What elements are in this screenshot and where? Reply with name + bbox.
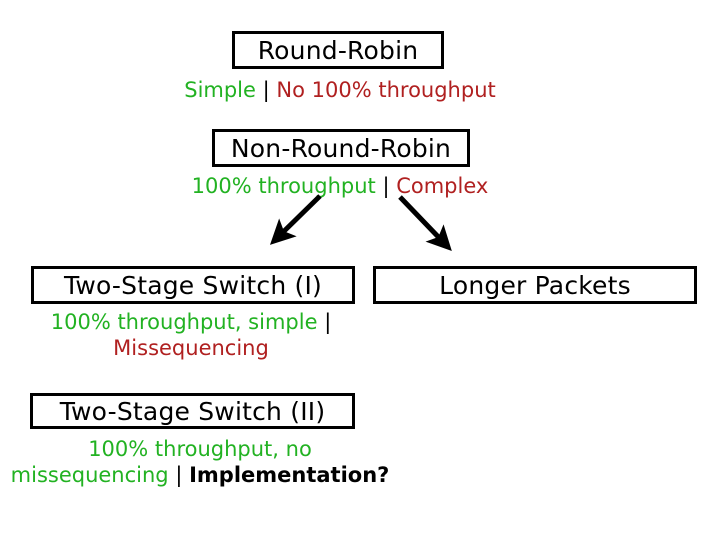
caption-con-two-stage-switch-1: Missequencing xyxy=(113,335,269,360)
caption-pro-line2-two-stage-switch-2: missequencing xyxy=(10,462,169,487)
caption-separator-non-round-robin: | xyxy=(382,174,390,198)
caption-con-non-round-robin: Complex xyxy=(396,174,489,198)
caption-con-round-robin: No 100% throughput xyxy=(276,78,496,102)
caption-separator-round-robin: | xyxy=(262,78,270,102)
caption-line-2-two-stage-switch-1: Missequencing xyxy=(30,336,352,362)
caption-pro-non-round-robin: 100% throughput xyxy=(191,174,376,198)
caption-pro-line1-two-stage-switch-2: 100% throughput, no xyxy=(88,437,312,461)
node-label-two-stage-switch-2: Two-Stage Switch (II) xyxy=(59,396,326,426)
node-box-two-stage-switch-1[interactable]: Two-Stage Switch (I) xyxy=(31,266,355,304)
caption-two-stage-switch-1: 100% throughput, simple | Missequencing xyxy=(30,310,352,361)
caption-separator-two-stage-switch-1: | xyxy=(324,310,332,334)
caption-non-round-robin: 100% throughput | Complex xyxy=(110,174,570,200)
node-label-longer-packets: Longer Packets xyxy=(439,270,631,300)
caption-line-1-two-stage-switch-2: 100% throughput, no xyxy=(8,437,392,463)
caption-pro-round-robin: Simple xyxy=(184,78,256,102)
caption-question-two-stage-switch-2: Implementation? xyxy=(189,462,390,487)
caption-round-robin: Simple | No 100% throughput xyxy=(110,78,570,104)
caption-two-stage-switch-2: 100% throughput, no missequencing | Impl… xyxy=(8,437,392,488)
node-box-round-robin[interactable]: Round-Robin xyxy=(232,31,444,69)
node-label-non-round-robin: Non-Round-Robin xyxy=(230,133,452,163)
node-box-non-round-robin[interactable]: Non-Round-Robin xyxy=(212,129,470,167)
caption-line-1-two-stage-switch-1: 100% throughput, simple | xyxy=(30,310,352,336)
arrow-to-two-stage-switch-1 xyxy=(269,194,322,245)
caption-separator-two-stage-switch-2: | xyxy=(175,462,183,487)
caption-line-2-two-stage-switch-2: missequencing | Implementation? xyxy=(8,463,392,489)
node-box-longer-packets[interactable]: Longer Packets xyxy=(373,266,697,304)
arrow-to-longer-packets xyxy=(398,195,452,252)
node-label-two-stage-switch-1: Two-Stage Switch (I) xyxy=(63,270,323,300)
node-label-round-robin: Round-Robin xyxy=(257,35,419,65)
caption-pro-two-stage-switch-1: 100% throughput, simple xyxy=(50,310,318,334)
node-box-two-stage-switch-2[interactable]: Two-Stage Switch (II) xyxy=(30,393,355,429)
